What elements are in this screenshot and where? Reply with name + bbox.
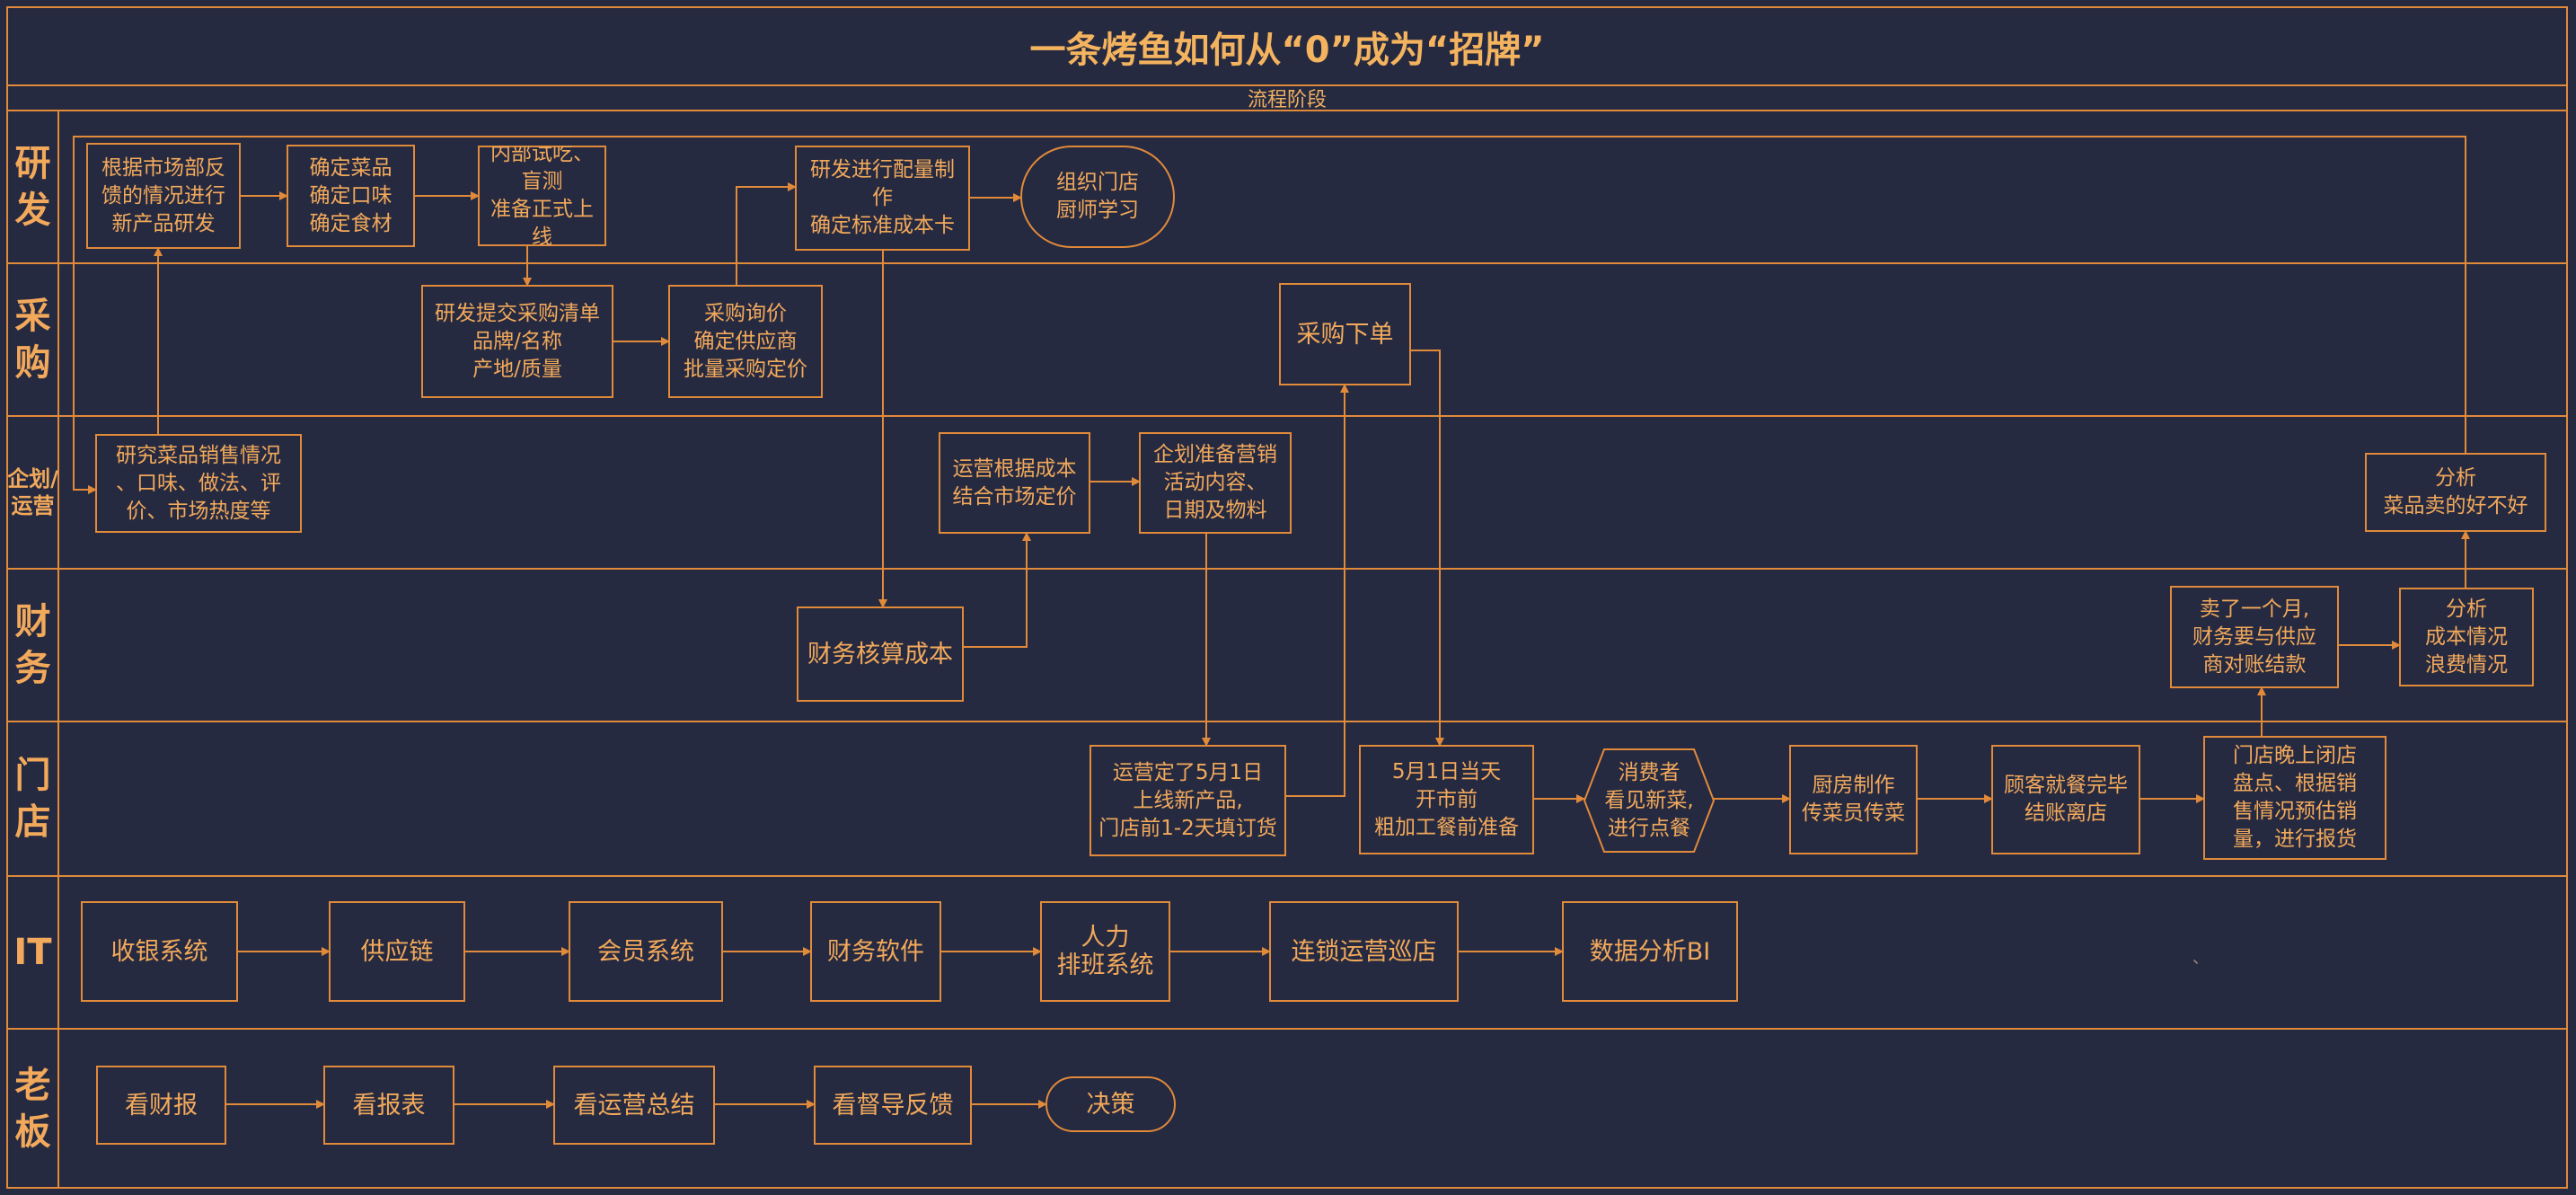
node-finance-analysis: 分析 成本情况 浪费情况	[2425, 597, 2508, 677]
node-boss-reports: 看报表	[352, 1091, 426, 1120]
node-finance-settlement: 卖了一个月, 财务要与供应 商对账结款	[2192, 597, 2316, 677]
node-store-checkout: 顾客就餐完毕 结账离店	[2004, 774, 2128, 825]
node-ops-marketing: 企划准备营销 活动内容、 日期及物料	[1153, 443, 1277, 522]
node-shape-op1	[95, 434, 302, 533]
node-it-bi: 数据分析BI	[1589, 937, 1711, 966]
connector	[736, 182, 797, 286]
node-rd-cost-card: 研发进行配量制作 确定标准成本卡	[810, 158, 955, 237]
node-finance-cost: 财务核算成本	[807, 640, 953, 668]
node-it-pos: 收银系统	[110, 937, 208, 966]
connector	[73, 136, 2466, 494]
node-it-supply-chain: 供应链	[360, 937, 434, 966]
phase-header: 流程阶段	[1247, 89, 1327, 111]
connector	[963, 532, 1031, 648]
node-rd-confirm-dish: 确定菜品 确定口味 确定食材	[309, 155, 393, 235]
node-shape-op4	[2365, 453, 2546, 532]
node-store-customer-order: 消费者 看见新菜, 进行点餐	[1604, 760, 1694, 840]
node-it-finance-software: 财务软件	[827, 937, 924, 966]
outer-border	[6, 6, 2568, 1189]
node-boss-financials: 看财报	[125, 1091, 198, 1120]
node-shape-fi2	[2170, 586, 2339, 688]
node-boss-ops-summary: 看运营总结	[573, 1091, 695, 1120]
node-store-kitchen: 厨房制作 传菜员传菜	[1802, 774, 1905, 825]
connector	[1410, 350, 1444, 747]
node-shape-st1	[1090, 745, 1286, 856]
node-rd-tasting: 内部试吃、 盲测 准备正式上线	[490, 146, 594, 245]
lane-label-purchase: 采购	[14, 296, 51, 384]
lane-label-it: IT	[13, 932, 52, 973]
lane-label-rd: 研发	[14, 143, 51, 231]
node-store-order: 运营定了5月1日 上线新产品, 门店前1-2天填订货	[1098, 760, 1277, 840]
node-purchase-order: 采购下单	[1296, 320, 1394, 349]
lane-label-store: 门店	[14, 755, 51, 843]
node-store-closing: 门店晚上闭店 盘点、根据销 售情况预估销 量，进行报货	[2233, 744, 2357, 851]
node-it-inspection: 连锁运营巡店	[1291, 937, 1437, 966]
node-boss-decision: 决策	[1086, 1090, 1135, 1119]
node-ops-research: 研究菜品销售情况 、口味、做法、评 价、市场热度等	[116, 443, 281, 523]
node-purchase-list: 研发提交采购清单 品牌/名称 产地/质量	[435, 301, 600, 381]
node-it-hr: 人力 排班系统	[1056, 924, 1154, 979]
lane-label-ops: 企划/运营	[7, 466, 58, 518]
stray-mark: 、	[2192, 949, 2209, 968]
node-rd-chef-training: 组织门店 厨师学习	[1056, 171, 1139, 222]
lane-label-finance: 财务	[14, 601, 51, 689]
node-ops-analysis: 分析 菜品卖的好不好	[2383, 466, 2528, 518]
diagram-title: 一条烤鱼如何从“0”成为“招牌”	[1029, 29, 1545, 71]
node-purchase-inquiry: 采购询价 确定供应商 批量采购定价	[684, 301, 807, 381]
connector	[1285, 384, 1349, 797]
node-boss-supervision: 看督导反馈	[832, 1091, 954, 1120]
lane-label-boss: 老板	[14, 1064, 51, 1153]
node-it-membership: 会员系统	[597, 937, 694, 966]
node-store-prep: 5月1日当天 开市前 粗加工餐前准备	[1374, 759, 1519, 839]
node-shape-op2	[939, 432, 1090, 534]
node-rd-market-feedback: 根据市场部反 馈的情况进行 新产品研发	[101, 155, 225, 235]
node-ops-pricing: 运营根据成本 结合市场定价	[952, 456, 1077, 509]
